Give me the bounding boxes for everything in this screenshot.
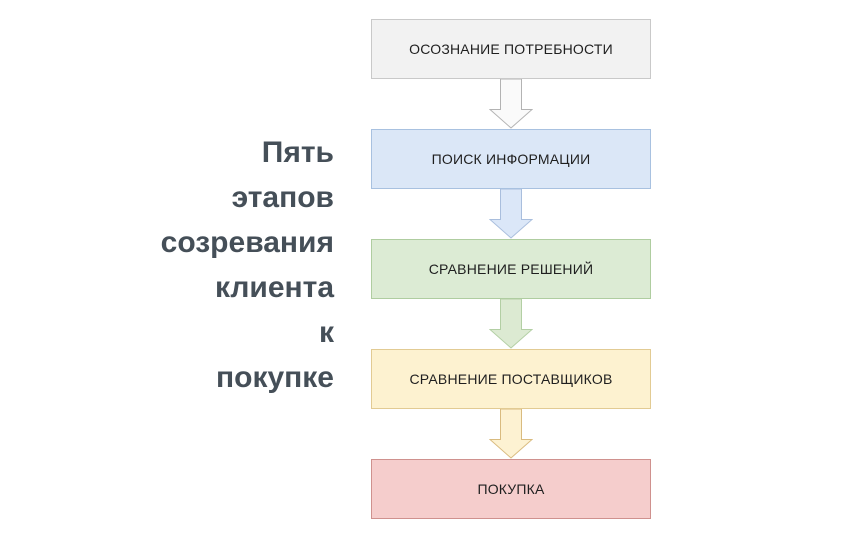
diagram-title: Пять этапов созревания клиента к покупке — [161, 130, 334, 400]
flowchart: ОСОЗНАНИЕ ПОТРЕБНОСТИ ПОИСК ИНФОРМАЦИИ С… — [371, 19, 651, 519]
down-arrow-icon — [489, 299, 533, 349]
down-arrow-icon — [489, 79, 533, 129]
title-line-6: покупке — [216, 361, 334, 394]
title-line-4: клиента — [214, 271, 334, 304]
stage-label-vendor-comparison: СРАВНЕНИЕ ПОСТАВЩИКОВ — [409, 371, 613, 387]
stage-label-information-search: ПОИСК ИНФОРМАЦИИ — [431, 151, 591, 167]
flow-arrow-1 — [371, 79, 651, 129]
flow-arrow-2 — [371, 189, 651, 239]
title-line-5: к — [318, 316, 334, 349]
flow-arrow-3 — [371, 299, 651, 349]
stage-box-need-recognition: ОСОЗНАНИЕ ПОТРЕБНОСТИ — [371, 19, 651, 79]
down-arrow-icon — [489, 189, 533, 239]
stage-label-solution-comparison: СРАВНЕНИЕ РЕШЕНИЙ — [428, 261, 594, 277]
title-line-3: созревания — [160, 226, 334, 259]
title-line-1: Пять — [261, 136, 334, 169]
down-arrow-icon — [489, 409, 533, 459]
stage-box-information-search: ПОИСК ИНФОРМАЦИИ — [371, 129, 651, 189]
stage-box-vendor-comparison: СРАВНЕНИЕ ПОСТАВЩИКОВ — [371, 349, 651, 409]
stage-label-purchase: ПОКУПКА — [477, 481, 545, 497]
stage-label-need-recognition: ОСОЗНАНИЕ ПОТРЕБНОСТИ — [409, 41, 613, 57]
stage-box-purchase: ПОКУПКА — [371, 459, 651, 519]
title-line-2: этапов — [231, 181, 334, 214]
stage-box-solution-comparison: СРАВНЕНИЕ РЕШЕНИЙ — [371, 239, 651, 299]
flow-arrow-4 — [371, 409, 651, 459]
